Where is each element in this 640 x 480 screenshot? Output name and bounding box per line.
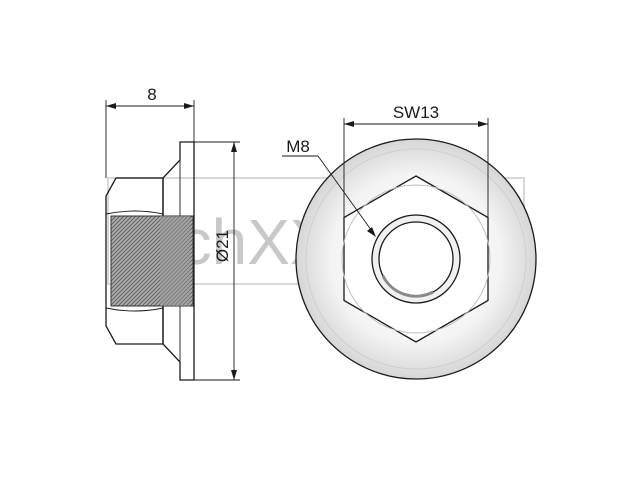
hex-chamfer-circle bbox=[341, 184, 491, 334]
bore-shading bbox=[381, 275, 434, 298]
hex-body-profile bbox=[105, 177, 164, 345]
thread-leader-arrow bbox=[367, 227, 376, 237]
length-arrow-right bbox=[184, 103, 194, 109]
thread-leader-line bbox=[317, 155, 375, 235]
flange-inner-ring bbox=[305, 148, 527, 370]
sw-arrow-right bbox=[478, 121, 488, 127]
thread-shading bbox=[160, 216, 190, 306]
diameter-arrow-bottom bbox=[231, 370, 237, 380]
length-arrow-left bbox=[106, 103, 116, 109]
wrench-size-label: SW13 bbox=[393, 103, 439, 122]
hex-chamfer-top bbox=[105, 210, 164, 215]
sw-arrow-left bbox=[344, 121, 354, 127]
thread-label: M8 bbox=[286, 137, 310, 156]
diameter-arrow-top bbox=[231, 142, 237, 152]
length-label: 8 bbox=[147, 85, 156, 104]
hex-chamfer-bottom bbox=[105, 307, 164, 312]
side-view: 8 Ø21 bbox=[105, 85, 240, 381]
diameter-label: Ø21 bbox=[213, 230, 232, 262]
front-view: SW13 M8 bbox=[282, 103, 537, 380]
